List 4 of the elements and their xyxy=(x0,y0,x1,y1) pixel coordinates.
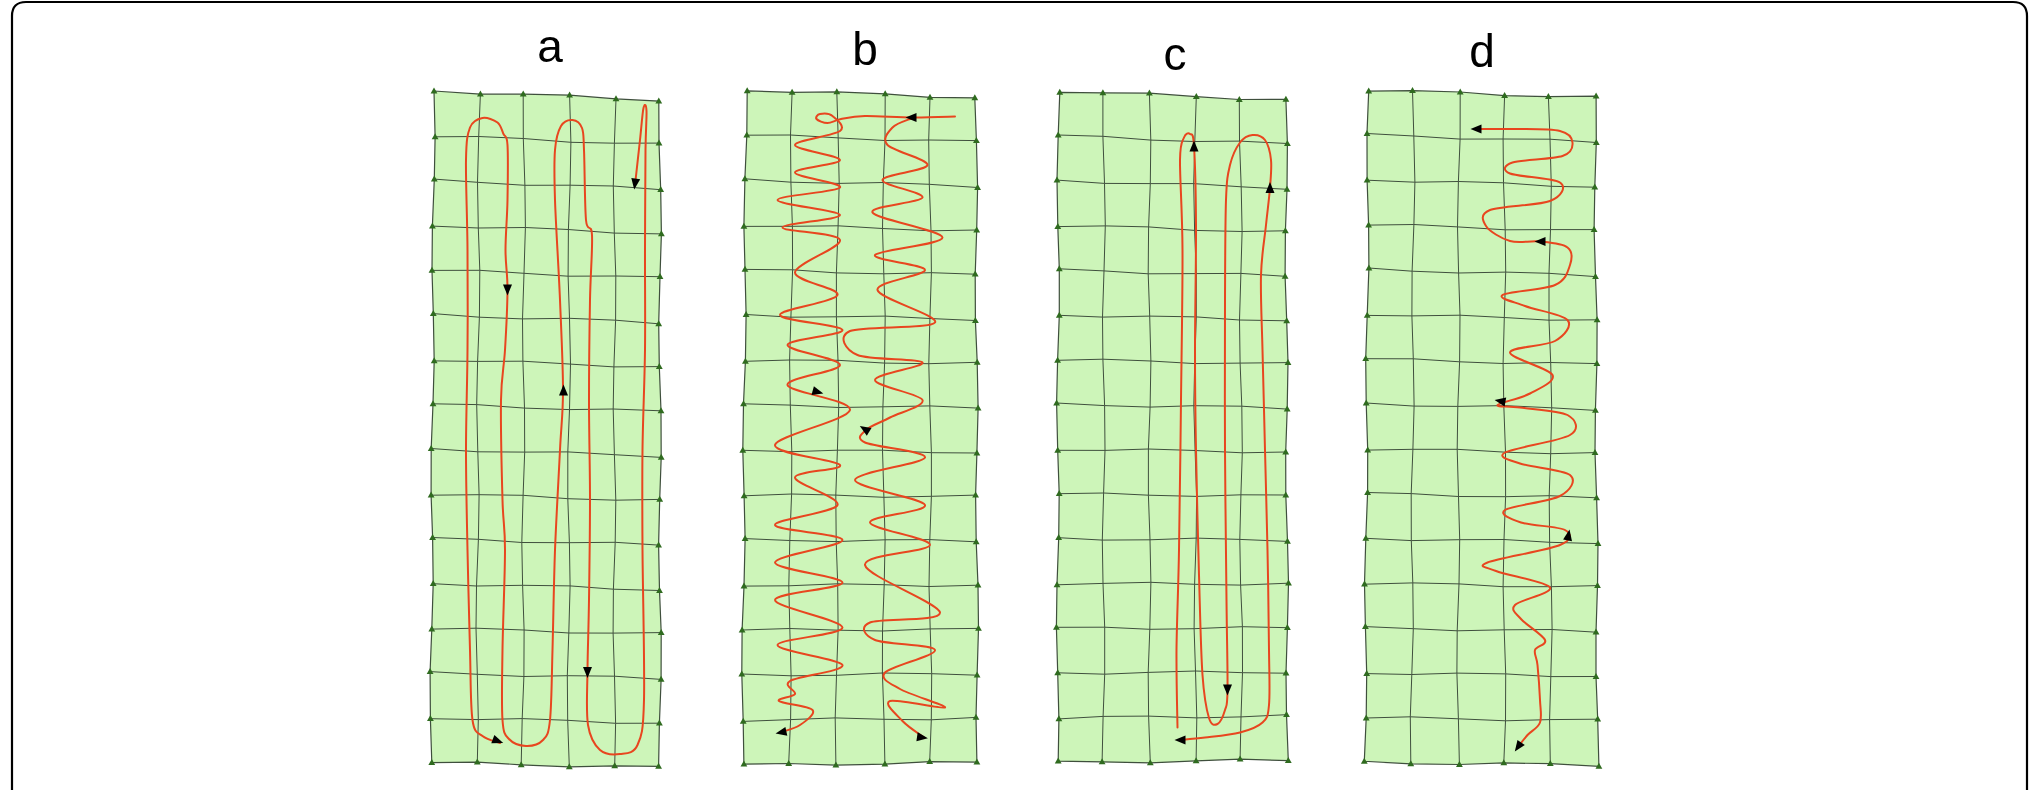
panel-label: d xyxy=(1469,28,1495,74)
panel-label: c xyxy=(1163,31,1187,77)
panel-label: b xyxy=(852,26,878,72)
panel-label: a xyxy=(537,23,563,69)
